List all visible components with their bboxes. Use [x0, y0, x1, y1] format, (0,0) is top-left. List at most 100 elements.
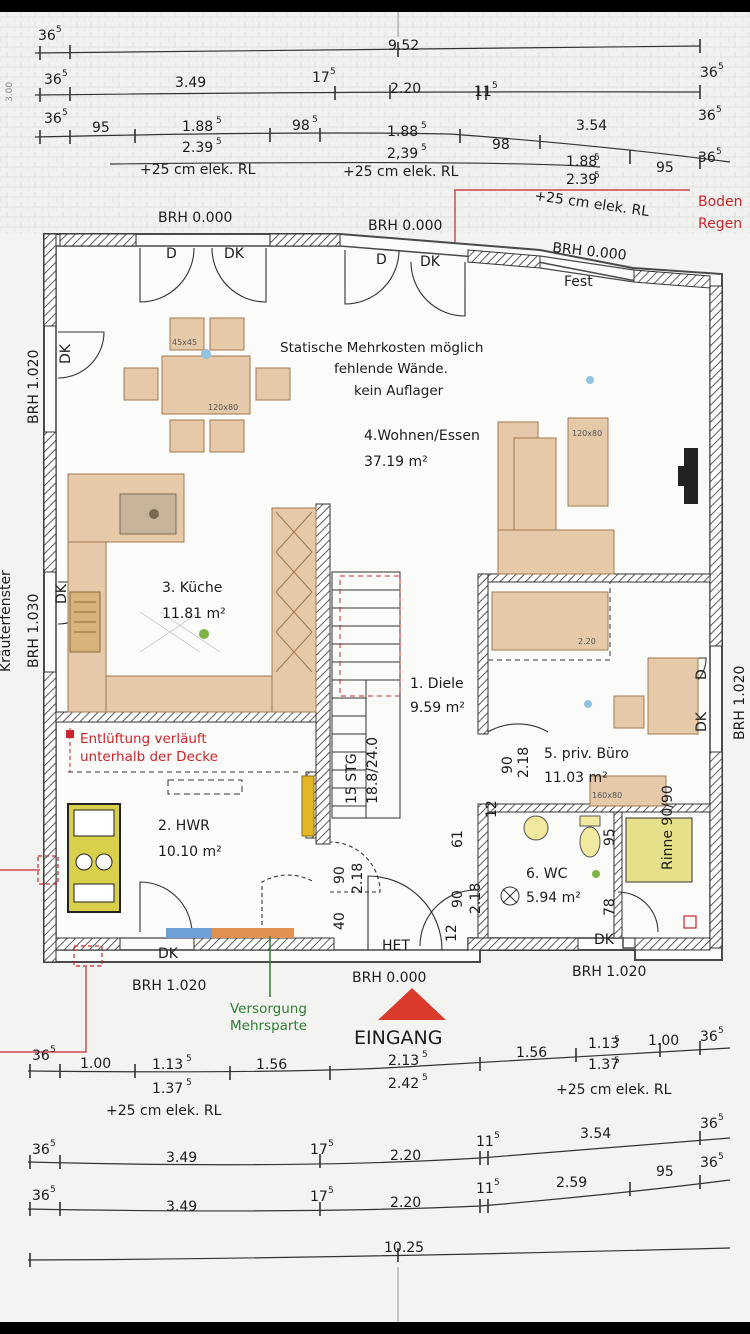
svg-text:2.20: 2.20: [390, 81, 421, 97]
svg-text:11: 11: [474, 84, 492, 100]
svg-text:5: 5: [216, 137, 222, 147]
svg-text:5: 5: [718, 1113, 724, 1123]
svg-text:+25 cm elek. RL: +25 cm elek. RL: [343, 164, 459, 180]
svg-text:D: D: [166, 246, 177, 262]
svg-text:90: 90: [450, 890, 466, 908]
svg-text:BRH 0.000: BRH 0.000: [552, 240, 628, 264]
svg-text:2.42: 2.42: [388, 1076, 419, 1092]
svg-text:1.88: 1.88: [182, 119, 213, 135]
sofa-size-label: 2.20: [578, 637, 596, 646]
svg-text:+25 cm elek. RL: +25 cm elek. RL: [556, 1082, 672, 1098]
svg-text:5: 5: [494, 1131, 500, 1141]
svg-text:+25 cm elek. RL: +25 cm elek. RL: [140, 162, 256, 178]
brh-labels: BRH 0.000 BRH 0.000 BRH 0.000 Fest BRH 1…: [0, 210, 748, 994]
stairs-count: 15 STG: [344, 753, 360, 804]
svg-text:36: 36: [44, 72, 62, 88]
svg-text:5: 5: [716, 147, 722, 157]
svg-text:11: 11: [476, 1134, 494, 1150]
sink-icon: [119, 493, 177, 535]
svg-text:3.49: 3.49: [175, 75, 206, 91]
svg-text:12: 12: [444, 924, 460, 942]
svg-text:36: 36: [700, 65, 718, 81]
svg-text:BRH 0.000: BRH 0.000: [352, 970, 426, 986]
svg-text:5: 5: [330, 67, 336, 77]
svg-text:5: 5: [718, 1026, 724, 1036]
svg-text:1.37: 1.37: [152, 1081, 183, 1097]
svg-text:17: 17: [312, 70, 330, 86]
red-note-line2: Regen: [698, 216, 742, 232]
svg-text:5: 5: [50, 1185, 56, 1195]
svg-text:36: 36: [700, 1029, 718, 1045]
hwr-equipment: [67, 775, 315, 938]
svg-text:DK: DK: [158, 946, 179, 962]
svg-text:36: 36: [698, 150, 716, 166]
svg-text:BRH 1.020: BRH 1.020: [132, 978, 206, 994]
svg-text:61: 61: [450, 830, 466, 848]
svg-text:D: D: [376, 252, 387, 268]
svg-text:95: 95: [602, 828, 618, 846]
room-area-hall: 9.59 m²: [410, 700, 465, 716]
svg-text:5: 5: [50, 1139, 56, 1149]
desk-size-label: 160x80: [592, 791, 622, 800]
svg-text:BRH 1.020: BRH 1.020: [26, 350, 42, 424]
stairs-ratio: 18.8/24.0: [365, 737, 381, 804]
svg-text:5: 5: [422, 1073, 428, 1083]
svg-text:3.00: 3.00: [5, 82, 15, 102]
room-area-wc: 5.94 m²: [526, 890, 581, 906]
svg-text:DK: DK: [224, 246, 245, 262]
svg-text:Statische Mehrkosten möglich: Statische Mehrkosten möglich: [280, 340, 483, 356]
svg-text:2.39: 2.39: [182, 140, 213, 156]
svg-text:5: 5: [216, 116, 222, 126]
svg-text:D: D: [694, 669, 710, 680]
svg-text:95: 95: [656, 1164, 674, 1180]
svg-text:Fest: Fest: [564, 274, 593, 290]
svg-text:17: 17: [310, 1189, 328, 1205]
svg-text:BRH 0.000: BRH 0.000: [368, 218, 442, 234]
svg-text:5: 5: [594, 171, 600, 181]
svg-text:BRH 0.000: BRH 0.000: [158, 210, 232, 226]
room-name-utility: 2. HWR: [158, 818, 210, 834]
tv-icon: [678, 448, 698, 504]
svg-text:1.56: 1.56: [516, 1045, 547, 1061]
svg-text:DK: DK: [594, 932, 615, 948]
svg-text:2.18: 2.18: [468, 883, 484, 914]
lamp-icon-2: [586, 376, 594, 384]
svg-text:5: 5: [421, 143, 427, 153]
svg-text:3.54: 3.54: [580, 1126, 611, 1142]
kitchen-light-icon: [199, 629, 209, 639]
svg-text:BRH 1.030: BRH 1.030: [26, 594, 42, 668]
office-furniture: [491, 591, 699, 807]
pantry-shelves: [69, 591, 101, 653]
entrance-arrow-icon: [378, 988, 446, 1020]
svg-text:DK: DK: [694, 711, 710, 732]
svg-text:1.56: 1.56: [256, 1057, 287, 1073]
svg-text:1.13: 1.13: [588, 1036, 619, 1052]
red-note-line1: Boden: [698, 194, 743, 210]
svg-text:2.18: 2.18: [516, 747, 532, 778]
door-type-labels: D DK D DK DK DK DK DK D DK: [54, 246, 710, 962]
sidetable-size-label: 120x80: [572, 429, 602, 438]
svg-text:36: 36: [700, 1116, 718, 1132]
bottom-dim-row3: +25 cm elek. RL +25 cm elek. RL: [106, 1082, 672, 1119]
vent-note: Entlüftung verläuft unterhalb der Decke: [80, 731, 218, 765]
svg-text:36: 36: [44, 111, 62, 127]
svg-text:90: 90: [332, 866, 348, 884]
svg-text:98: 98: [492, 137, 510, 153]
svg-text:+25 cm elek. RL: +25 cm elek. RL: [106, 1103, 222, 1119]
svg-text:1.00: 1.00: [648, 1033, 679, 1049]
svg-text:5: 5: [716, 105, 722, 115]
svg-text:1.13: 1.13: [152, 1057, 183, 1073]
svg-text:5: 5: [718, 1152, 724, 1162]
svg-text:36: 36: [38, 28, 56, 44]
svg-text:5: 5: [328, 1186, 334, 1196]
svg-text:HET: HET: [382, 938, 410, 954]
svg-text:1.88: 1.88: [566, 154, 597, 170]
svg-text:78: 78: [602, 898, 618, 916]
kitchen-floor-pattern: [139, 611, 221, 653]
svg-text:5: 5: [312, 115, 318, 125]
room-name-hall: 1. Diele: [410, 676, 464, 692]
inner-dimensions: 90 2.18 61 90 2.18 40 90 2.18 12 12 95 7…: [332, 747, 618, 942]
svg-text:11: 11: [476, 1181, 494, 1197]
